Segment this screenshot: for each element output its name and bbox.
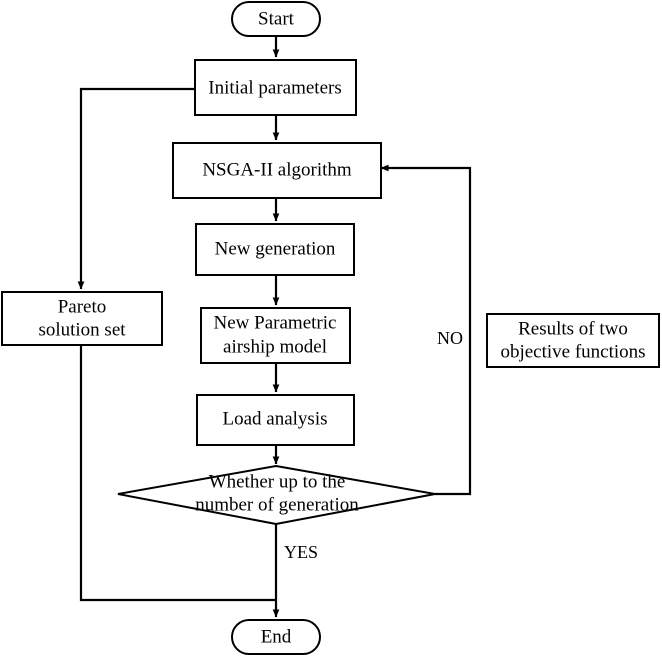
nsga2-label: NSGA-II algorithm xyxy=(202,159,352,180)
node-initial-parameters[interactable]: Initial parameters xyxy=(194,59,357,116)
initial-parameters-label: Initial parameters xyxy=(208,77,341,98)
results-label-line1: Results of two xyxy=(518,318,628,339)
edge-pareto-to-end-path xyxy=(79,345,276,602)
node-results[interactable]: Results of two objective functions xyxy=(486,313,660,368)
node-airship-model[interactable]: New Parametric airship model xyxy=(200,307,351,364)
airship-model-shape xyxy=(200,307,351,364)
results-shape xyxy=(486,313,660,368)
start-label: Start xyxy=(258,8,295,29)
decision-shape xyxy=(117,464,436,526)
airship-model-label-line2: airship model xyxy=(223,336,327,357)
decision-label-line1: Whether up to the xyxy=(209,471,346,492)
edge-initial-parameters-to-pareto xyxy=(77,87,194,290)
start-shape xyxy=(231,1,321,37)
pareto-shape xyxy=(1,291,163,346)
node-new-generation[interactable]: New generation xyxy=(195,223,355,276)
end-shape xyxy=(231,619,321,655)
pareto-label-line1: Pareto xyxy=(58,296,107,317)
results-label-line2: objective functions xyxy=(500,341,645,362)
edge-decision-no-to-nsga2 xyxy=(380,164,472,496)
edge-label-yes: YES xyxy=(284,542,318,562)
initial-parameters-shape xyxy=(194,59,357,116)
pareto-label-line2: solution set xyxy=(38,319,126,340)
node-decision[interactable]: Whether up to the number of generation xyxy=(117,464,436,526)
load-analysis-label: Load analysis xyxy=(222,408,327,429)
load-analysis-shape xyxy=(196,394,355,446)
airship-model-label-line1: New Parametric xyxy=(214,312,337,333)
nsga2-shape xyxy=(172,142,382,199)
node-nsga2-algorithm[interactable]: NSGA-II algorithm xyxy=(172,142,382,199)
node-load-analysis[interactable]: Load analysis xyxy=(196,394,355,446)
end-label: End xyxy=(261,626,292,647)
edge-label-no: NO xyxy=(437,328,463,348)
new-generation-shape xyxy=(195,223,355,276)
node-pareto-solution-set[interactable]: Pareto solution set xyxy=(1,291,163,346)
node-end[interactable]: End xyxy=(231,619,321,655)
decision-label-line2: number of generation xyxy=(195,494,359,515)
node-start[interactable]: Start xyxy=(231,1,321,37)
new-generation-label: New generation xyxy=(215,238,336,259)
